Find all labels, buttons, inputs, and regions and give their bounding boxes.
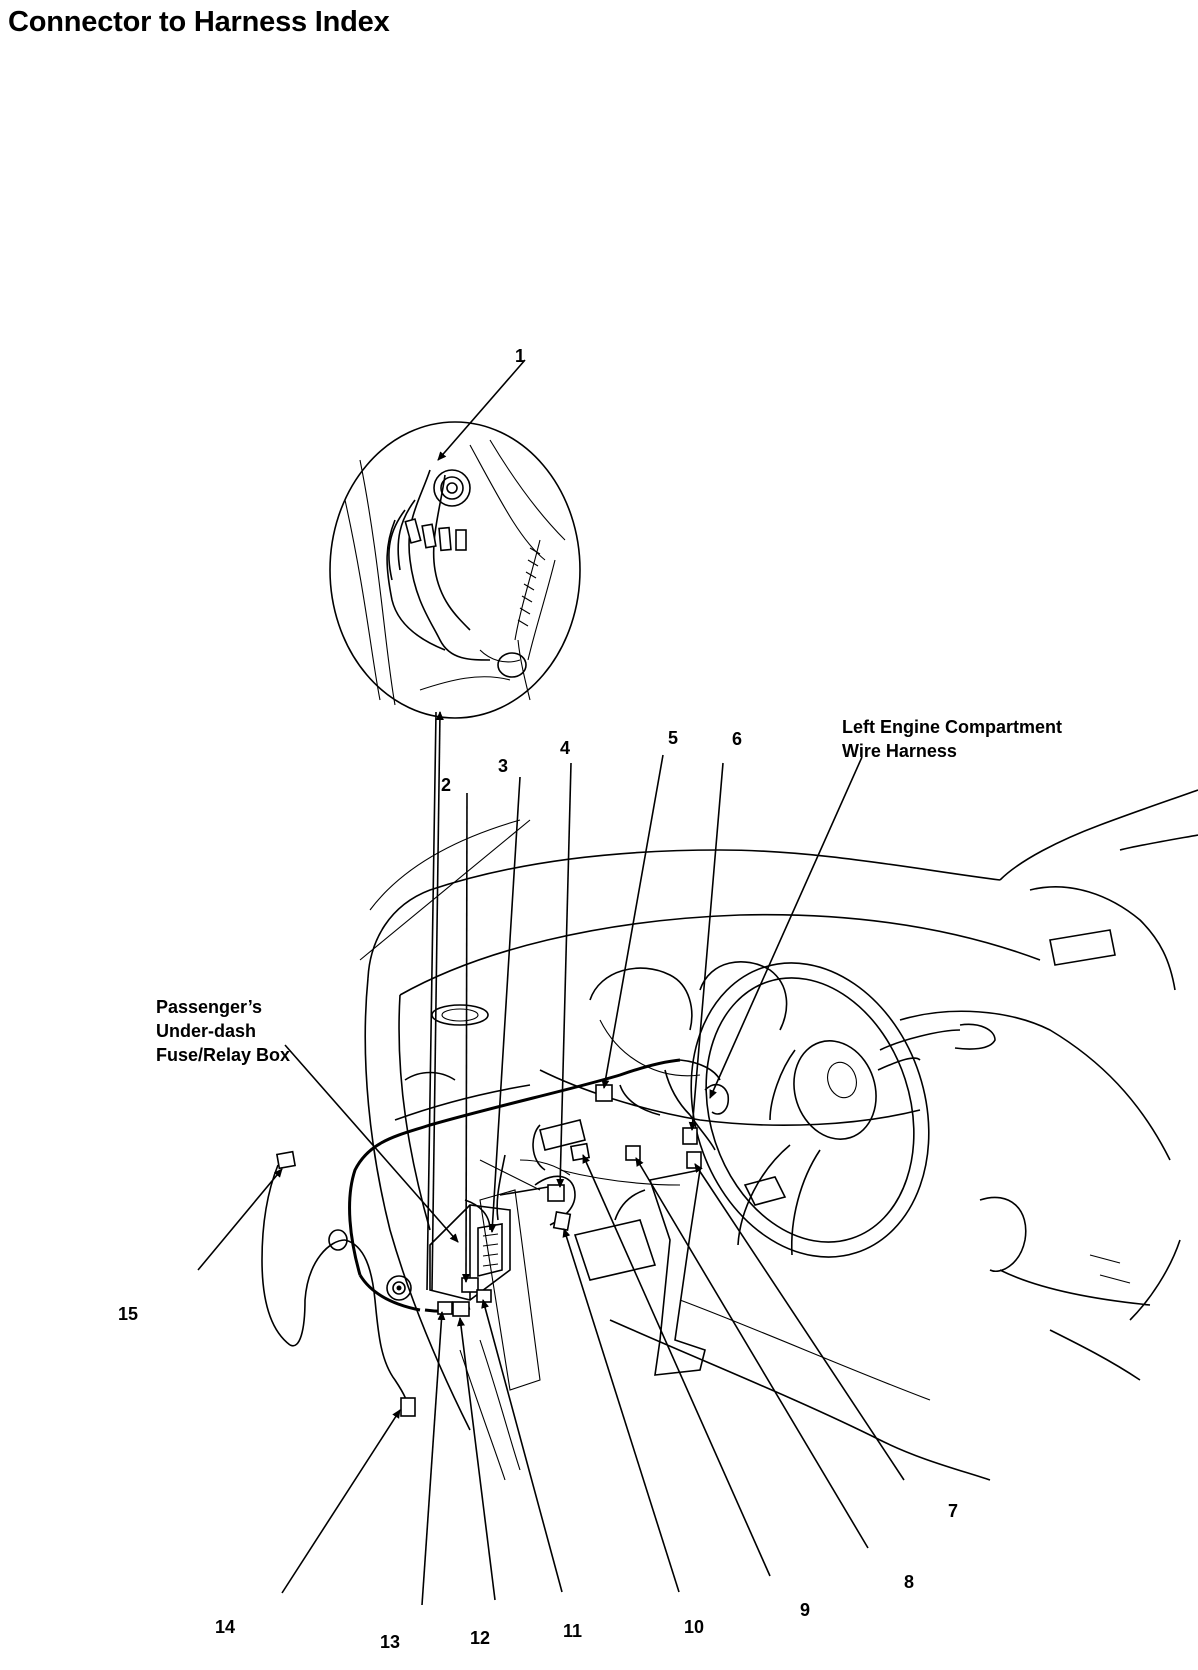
callout-6: 6: [732, 729, 742, 749]
label-fuse-box-line1: Passenger’s: [156, 997, 262, 1017]
callout-10: 10: [684, 1617, 704, 1637]
label-fuse-box-line2: Under-dash: [156, 1021, 256, 1041]
dashboard-outline: [359, 789, 1198, 1481]
callout-12: 12: [470, 1628, 490, 1648]
page-title: Connector to Harness Index: [8, 6, 390, 38]
callout-9: 9: [800, 1600, 810, 1620]
callout-15: 15: [118, 1304, 138, 1324]
callout-7: 7: [948, 1501, 958, 1521]
steering-wheel: [690, 962, 996, 1258]
component-labels: Left Engine Compartment Wire Harness Pas…: [156, 717, 1062, 1065]
callout-5: 5: [668, 728, 678, 748]
callout-2: 2: [441, 775, 451, 795]
callout-numbers: 1 2 3 4 5 6 7 8 9 10 11 12 13 14 15: [118, 346, 958, 1652]
leader-lines: [197, 359, 905, 1606]
callout-14: 14: [215, 1617, 235, 1637]
harness-wires: [261, 1058, 730, 1416]
label-left-engine-harness-line1: Left Engine Compartment: [842, 717, 1062, 737]
callout-4: 4: [560, 738, 570, 758]
callout-3: 3: [498, 756, 508, 776]
detail-inset-circle: [329, 421, 581, 719]
label-left-engine-harness-line2: Wire Harness: [842, 741, 957, 761]
callout-11: 11: [563, 1621, 582, 1641]
callout-1: 1: [515, 346, 525, 366]
callout-13: 13: [380, 1632, 400, 1652]
callout-8: 8: [904, 1572, 914, 1592]
label-fuse-box-line3: Fuse/Relay Box: [156, 1045, 290, 1065]
